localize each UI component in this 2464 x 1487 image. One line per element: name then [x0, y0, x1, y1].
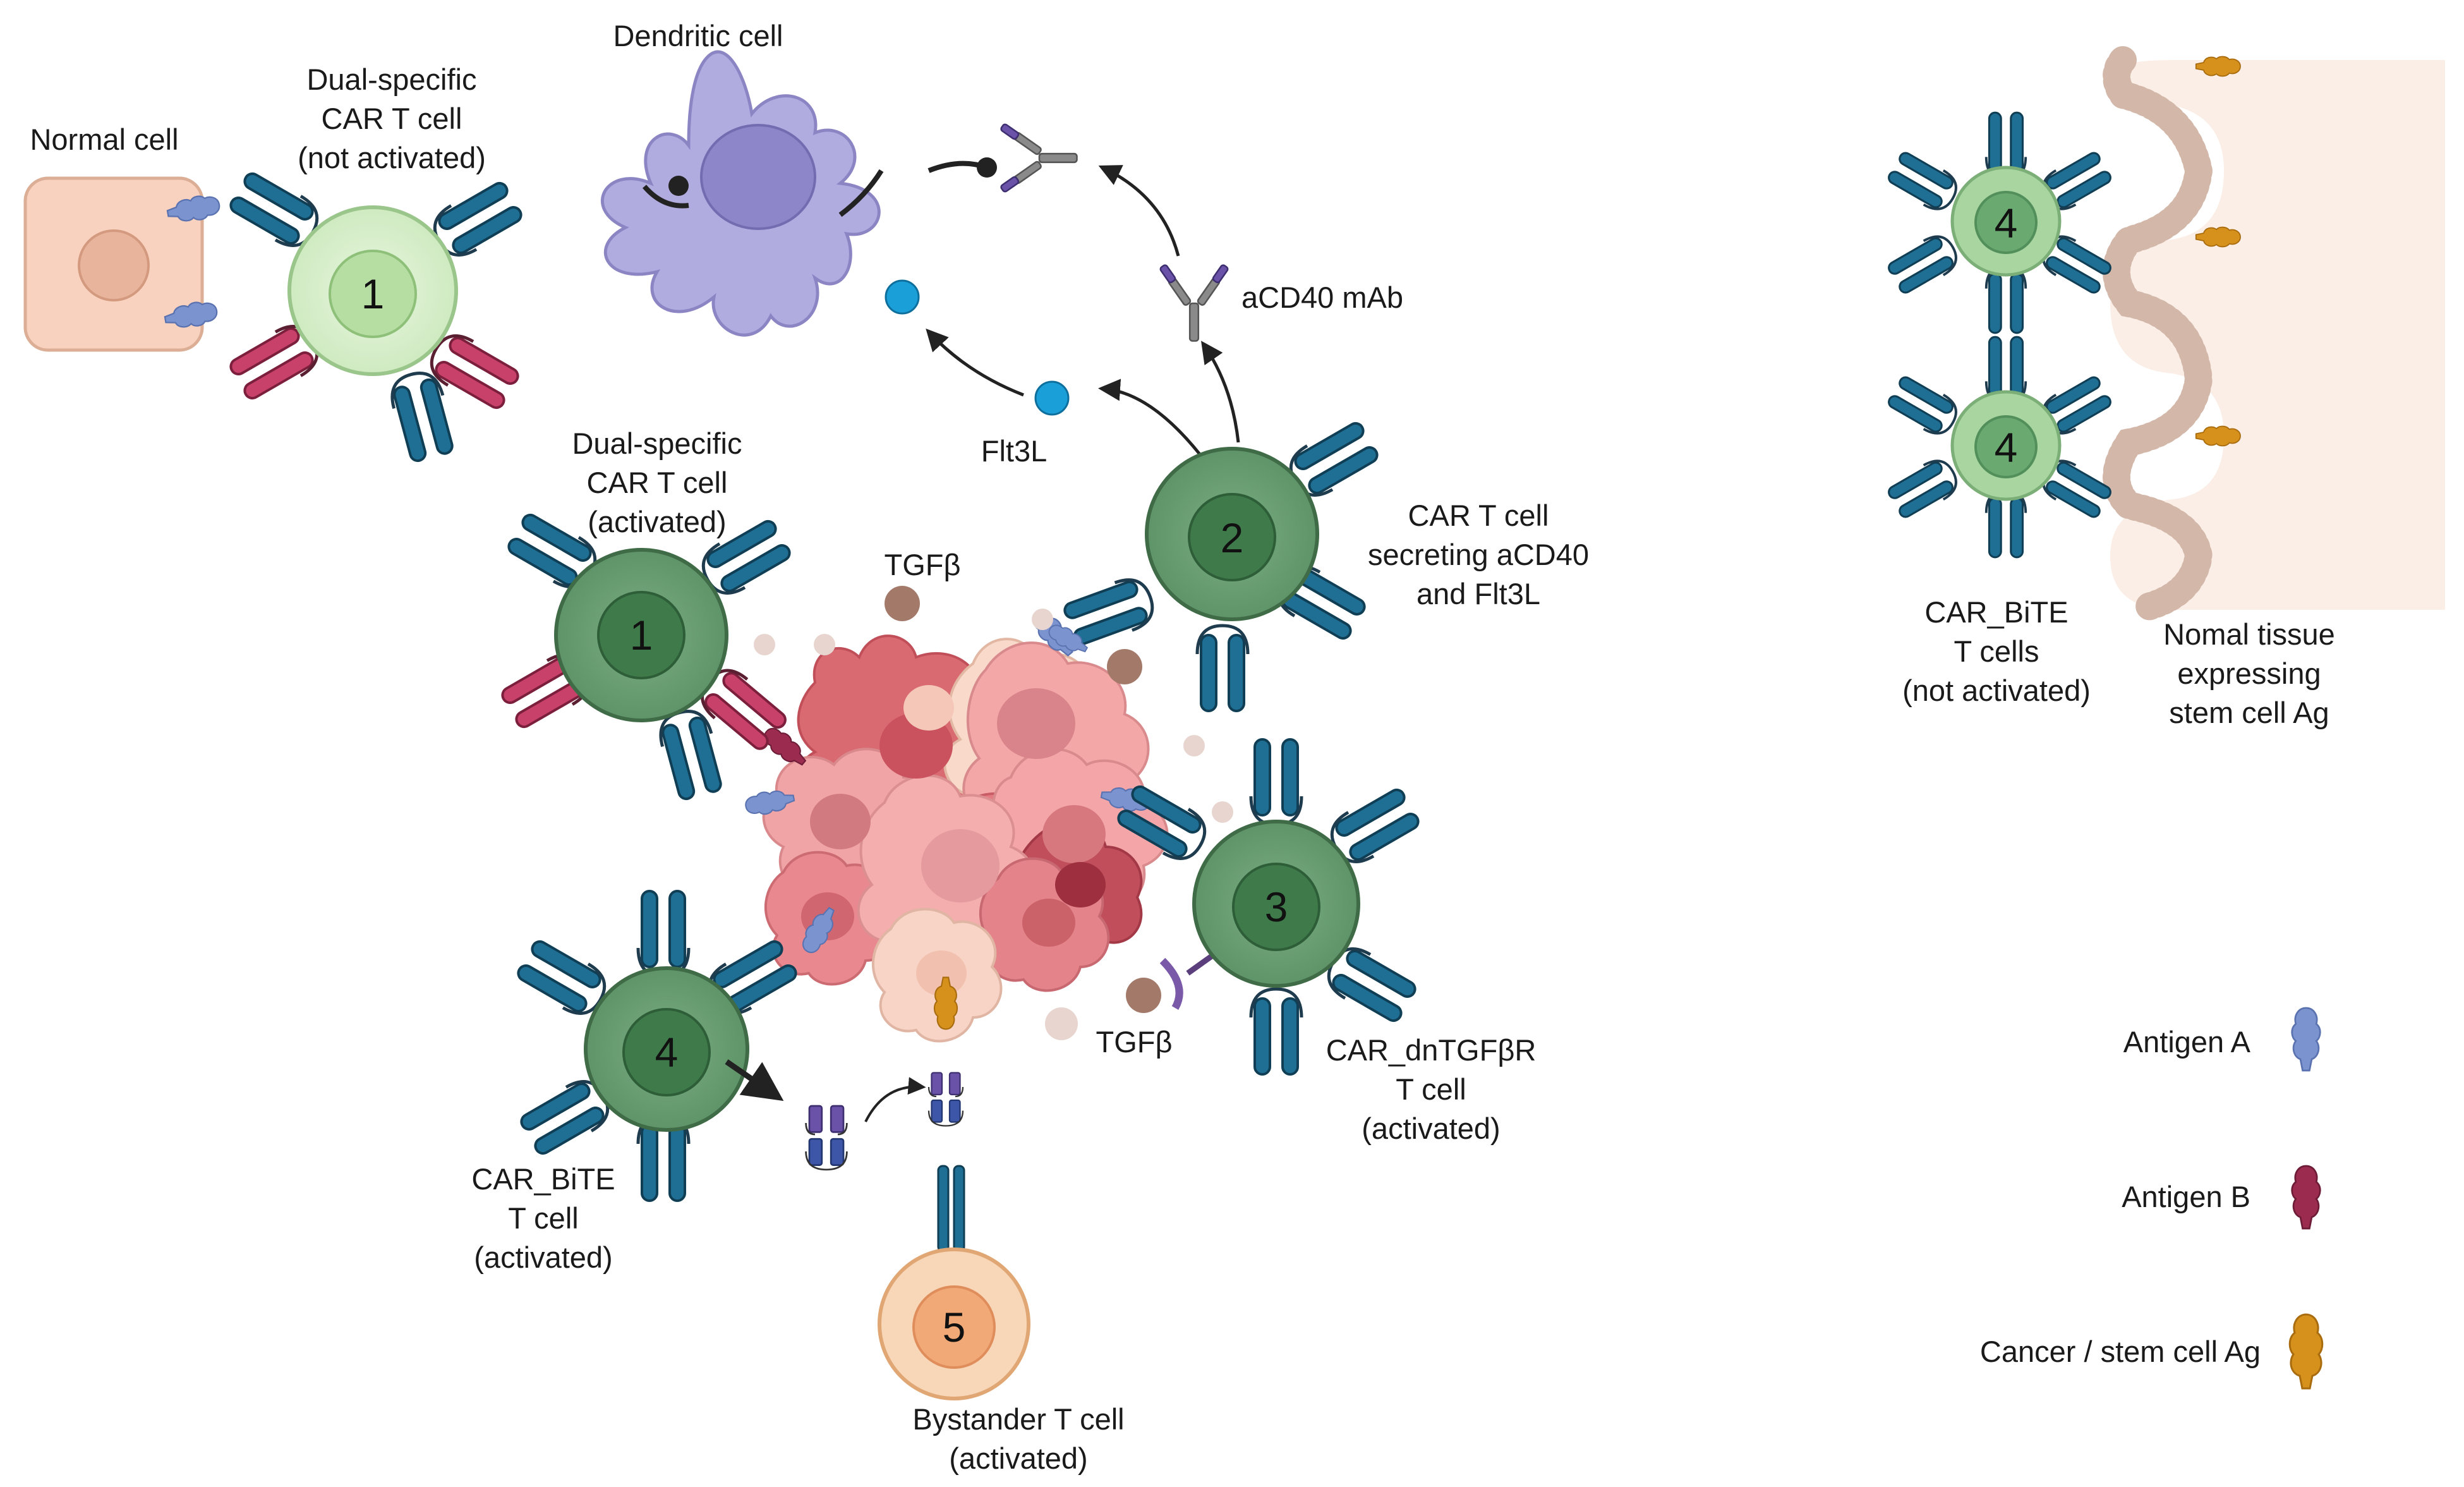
dual-activated-label: Dual-specific CAR T cell (activated) — [572, 427, 742, 538]
normal-cell-label: Normal cell — [30, 123, 178, 156]
svg-text:T cell: T cell — [508, 1201, 578, 1235]
svg-text:(activated): (activated) — [1362, 1112, 1500, 1145]
antigen-a-icon — [2291, 1007, 2321, 1072]
svg-text:CAR T cell: CAR T cell — [322, 102, 462, 135]
car-receptor-icon — [655, 706, 726, 801]
car-t-secreting: 2 — [1061, 417, 1382, 711]
svg-text:CAR T cell: CAR T cell — [1408, 499, 1549, 532]
svg-text:Bystander T cell: Bystander T cell — [912, 1402, 1124, 1436]
svg-text:CAR_BiTE: CAR_BiTE — [1924, 595, 2068, 629]
cell-number: 1 — [630, 612, 653, 659]
dendritic-cell-label: Dendritic cell — [613, 19, 783, 52]
antigen-b-icon — [2291, 1165, 2321, 1230]
svg-text:(activated): (activated) — [588, 505, 726, 538]
stem-ag-icon — [2288, 1313, 2324, 1390]
svg-text:expressing: expressing — [2177, 657, 2321, 690]
legend-antigen-a-label: Antigen A — [2123, 1025, 2251, 1059]
car-dntgfbr-t-cell: 3 — [1114, 739, 1423, 1074]
cell-number: 4 — [1995, 424, 2018, 471]
svg-text:CAR_dnTGFβR: CAR_dnTGFβR — [1326, 1033, 1537, 1067]
stem-ag-icon — [2195, 425, 2241, 447]
svg-text:and Flt3L: and Flt3L — [1416, 577, 1540, 610]
car-receptor-icon — [1883, 452, 1964, 523]
bite-molecule-icon — [805, 1105, 848, 1171]
svg-text:(activated): (activated) — [474, 1241, 612, 1274]
car-bite-t-cell-not-activated-lower: 4 — [1883, 336, 2116, 559]
car-receptor-icon — [1883, 371, 1964, 442]
dntgfbr-label: CAR_dnTGFβR T cell (activated) — [1326, 1033, 1537, 1145]
legend-stem-ag-label: Cancer / stem cell Ag — [1980, 1335, 2261, 1368]
secretion-arrows — [926, 165, 1240, 456]
cell-number: 3 — [1265, 883, 1288, 930]
svg-text:Dual-specific: Dual-specific — [306, 63, 476, 96]
bystander-label: Bystander T cell (activated) — [912, 1402, 1124, 1475]
svg-text:(not activated): (not activated) — [298, 141, 486, 174]
svg-text:Dual-specific: Dual-specific — [572, 427, 742, 460]
car-bite-t-cell-activated: 4 — [514, 891, 800, 1201]
car-receptor-icon — [638, 891, 689, 976]
car-bite-t-cell-not-activated-upper: 4 — [1883, 111, 2116, 334]
tgfb-label: TGFβ — [1096, 1025, 1172, 1059]
svg-text:(not activated): (not activated) — [1902, 674, 2091, 707]
car-receptor-icon — [1197, 626, 1248, 711]
cell-number: 5 — [943, 1304, 966, 1350]
tgfb-particles — [754, 586, 1233, 1040]
normal-tissue-label: Nomal tissue expressing stem cell Ag — [2163, 617, 2335, 729]
svg-text:T cell: T cell — [1396, 1072, 1466, 1106]
dual-car-t-not-activated: 1 — [226, 167, 526, 463]
cell-number: 2 — [1221, 514, 1244, 561]
bite-molecule-icon — [927, 1072, 964, 1127]
flt3l-icon — [1034, 380, 1070, 416]
legend: Antigen A Antigen B Cancer / stem cell A… — [1980, 1007, 2324, 1390]
tumor-cluster — [762, 634, 1169, 1043]
acd40-antibody-icon — [1158, 263, 1230, 342]
car-receptor-icon — [387, 368, 457, 463]
car-receptor-icon — [1883, 147, 1964, 217]
bite-release-arrow — [725, 1059, 784, 1102]
antibody-bound-icon — [999, 122, 1078, 194]
svg-text:CAR_BiTE: CAR_BiTE — [471, 1162, 615, 1196]
car-receptor-icon — [1251, 989, 1301, 1074]
svg-text:Nomal tissue: Nomal tissue — [2163, 617, 2335, 651]
acd40-label: aCD40 mAb — [1241, 281, 1403, 314]
bystander-t-cell: 5 — [878, 1165, 1030, 1400]
cell-number: 4 — [655, 1029, 679, 1076]
cell-number: 4 — [1995, 200, 2018, 246]
tgfb-label: TGFβ — [884, 548, 960, 581]
svg-text:T cells: T cells — [1954, 634, 2039, 668]
legend-antigen-b-label: Antigen B — [2122, 1180, 2250, 1213]
dendritic-cell — [600, 50, 997, 337]
dual-car-t-activated: 1 — [498, 509, 794, 801]
svg-text:(activated): (activated) — [949, 1441, 1087, 1475]
bite-activated-label: CAR_BiTE T cell (activated) — [471, 1162, 615, 1274]
bite-not-activated-label: CAR_BiTE T cells (not activated) — [1902, 595, 2091, 707]
svg-text:stem cell Ag: stem cell Ag — [2169, 696, 2329, 729]
flt3l-icon — [885, 279, 920, 315]
dual-not-activated-label: Dual-specific CAR T cell (not activated) — [298, 63, 486, 174]
normal-cell — [23, 176, 204, 352]
car-receptor-icon — [1251, 739, 1301, 825]
bite-binding-arrow — [864, 1077, 926, 1122]
car-receptor-icon — [1883, 228, 1964, 299]
svg-text:secreting aCD40: secreting aCD40 — [1368, 538, 1589, 571]
cell-number: 1 — [361, 270, 385, 317]
flt3l-label: Flt3L — [981, 434, 1048, 468]
secreting-label: CAR T cell secreting aCD40 and Flt3L — [1368, 499, 1589, 610]
normal-tissue — [2103, 46, 2445, 621]
svg-text:CAR T cell: CAR T cell — [587, 466, 728, 499]
